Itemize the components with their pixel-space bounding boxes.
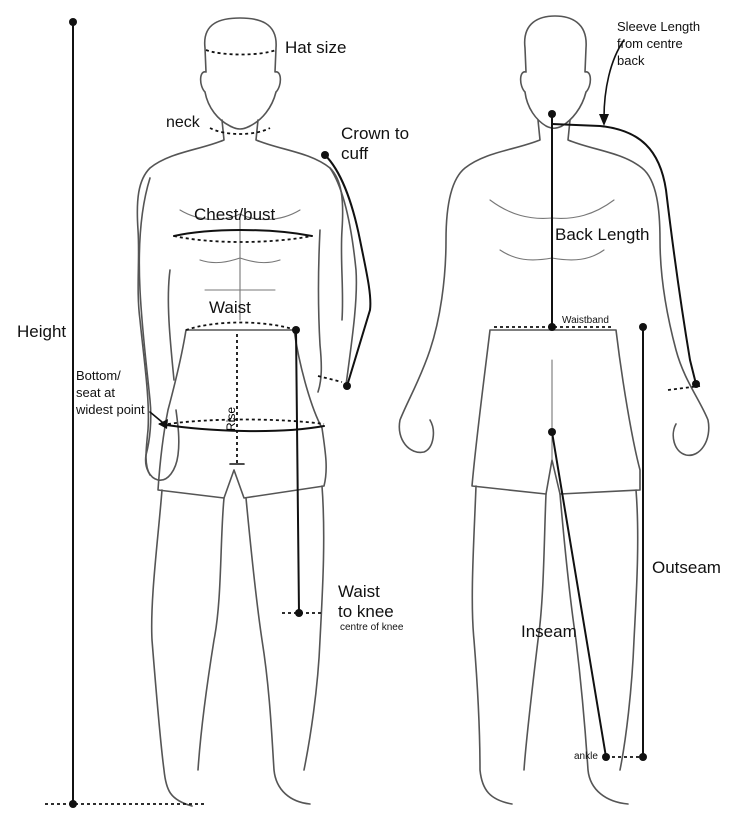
- sleeve-length-line-2: from centre: [617, 35, 683, 51]
- back-length-label: Back Length: [555, 225, 650, 244]
- waist-to-knee-measure: [282, 329, 322, 617]
- sleeve-length-label: Sleeve Length from centre back: [617, 19, 700, 70]
- waist-to-knee-line-2: to knee: [338, 601, 394, 621]
- sleeve-length-line-3: back: [617, 52, 645, 68]
- chest-measure: [173, 229, 313, 243]
- crown-to-cuff-label: Crown to cuff: [341, 124, 409, 163]
- bottom-seat-line-1: Bottom/: [76, 368, 121, 383]
- waistband-label: Waistband: [562, 315, 609, 326]
- inseam-label: Inseam: [521, 622, 577, 641]
- bottom-seat-line-2: seat at: [76, 384, 116, 400]
- height-measure: [45, 18, 205, 808]
- outseam-measure: [606, 323, 647, 761]
- neck-measure: [209, 127, 271, 135]
- ankle-label: ankle: [574, 751, 598, 762]
- rise-measure: [229, 334, 245, 465]
- front-figure: [136, 17, 358, 807]
- bottom-seat-label: Bottom/ seat at widest point: [76, 368, 145, 419]
- waist-to-knee-line-1: Waist: [338, 582, 380, 601]
- sleeve-length-measure: [551, 39, 701, 391]
- outseam-label: Outseam: [652, 558, 721, 577]
- inseam-measure: [548, 428, 610, 761]
- waist-label: Waist: [209, 298, 251, 317]
- crown-to-cuff-line-2: cuff: [341, 143, 369, 163]
- waist-measure: [185, 321, 300, 334]
- back-figure: [398, 15, 710, 805]
- neck-label: neck: [166, 114, 200, 131]
- crown-to-cuff-measure: [317, 151, 372, 390]
- chest-bust-label: Chest/bust: [194, 205, 276, 224]
- bottom-seat-line-3: widest point: [76, 401, 145, 417]
- rise-label: Rise: [224, 406, 239, 432]
- hat-size-label: Hat size: [285, 38, 347, 57]
- centre-of-knee-label: centre of knee: [340, 622, 404, 633]
- hat-size-measure: [205, 49, 277, 56]
- waist-to-knee-label: Waist to knee: [338, 582, 394, 621]
- seat-measure: [149, 411, 325, 433]
- sleeve-length-line-1: Sleeve Length: [617, 19, 701, 34]
- back-length-measure: [494, 110, 614, 331]
- height-label: Height: [17, 322, 67, 341]
- crown-to-cuff-line-1: Crown to: [341, 124, 410, 143]
